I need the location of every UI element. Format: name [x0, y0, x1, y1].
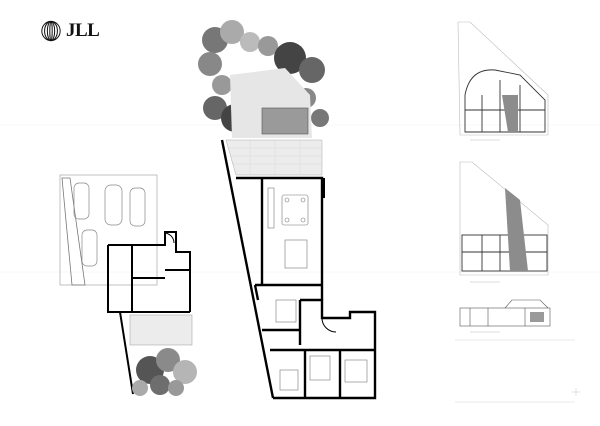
jll-globe-logo-icon [41, 20, 61, 42]
site-key-plan-middle [459, 161, 549, 283]
site-elevation [459, 299, 551, 333]
brand-name: JLL [66, 20, 100, 41]
lower-floor-plan [59, 174, 197, 396]
garden-trees-upper [198, 20, 329, 132]
jll-logo: JLL [40, 20, 100, 42]
garden-trees-lower [132, 348, 197, 396]
site-key-plan-top [457, 21, 549, 141]
main-floor-plan [198, 20, 377, 400]
pool [261, 107, 309, 135]
